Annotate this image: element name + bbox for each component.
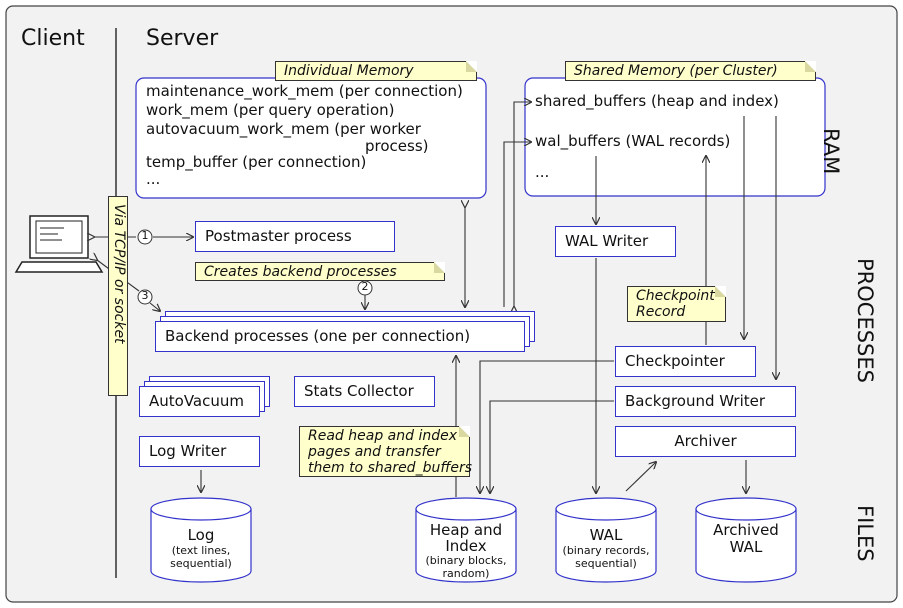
heap-file-label: Heap and Index (binary blocks, random): [416, 522, 516, 580]
log-file-cylinder: [150, 497, 252, 583]
wal-file-label: WAL (binary records, sequential): [551, 526, 661, 571]
log-writer-box: [139, 436, 260, 467]
background-writer-box: [615, 386, 796, 417]
heap-file-title2: Index: [445, 537, 487, 555]
shared-memory-note: Shared Memory (per Cluster): [565, 61, 816, 81]
autovacuum-box: [139, 386, 260, 417]
wal-file-sub1: (binary records,: [562, 544, 650, 557]
log-file-title: Log: [187, 526, 215, 544]
connection-note: Via TCP/IP or socket: [111, 204, 127, 344]
client-heading: Client: [21, 26, 85, 51]
memory-line-autovacuum-cont: process): [365, 137, 429, 155]
memory-line-work-mem: work_mem (per query operation): [146, 101, 395, 119]
wal-writer-label: WAL Writer: [565, 232, 649, 250]
log-file-label: Log (text lines, sequential): [151, 526, 251, 571]
read-heap-note-line3: them to shared_buffers: [308, 460, 473, 476]
archiver-box: [615, 426, 796, 457]
checkpoint-record-line1: Checkpoint: [636, 288, 715, 304]
memory-line-ellipsis: ...: [146, 170, 161, 188]
memory-line-autovacuum: autovacuum_work_mem (per worker: [146, 120, 421, 138]
archived-wal-title1: Archived: [713, 521, 779, 539]
step-2-label: 2: [361, 280, 369, 293]
wal-buffers-label: wal_buffers (WAL records): [535, 132, 731, 150]
checkpointer-label: Checkpointer: [625, 352, 725, 370]
individual-memory-list: maintenance_work_mem (per connection) wo…: [146, 82, 463, 188]
heap-file-sub2: random): [442, 567, 490, 580]
files-label: FILES: [853, 505, 877, 562]
stats-collector-label: Stats Collector: [304, 382, 414, 400]
archived-wal-title2: WAL: [729, 538, 763, 556]
read-heap-note-line1: Read heap and index: [308, 428, 457, 444]
heap-index-file-cylinder: [415, 497, 517, 583]
checkpointer-box: [615, 346, 756, 377]
postmaster-process-box: [195, 221, 395, 252]
heap-file-sub1: (binary blocks,: [425, 554, 507, 567]
processes-label: PROCESSES: [853, 258, 877, 383]
heap-file-title1: Heap and: [429, 521, 503, 539]
read-heap-note-line2: pages and transfer: [308, 444, 441, 460]
connection-note-box: [108, 196, 128, 396]
log-writer-label: Log Writer: [149, 442, 227, 460]
checkpoint-record-line2: Record: [636, 304, 686, 320]
backend-processes-box: [155, 321, 525, 352]
checkpoint-record-note: Checkpoint Record: [627, 286, 726, 322]
shared-memory-ellipsis: ...: [535, 163, 550, 181]
wal-file-title: WAL: [589, 526, 623, 544]
background-writer-label: Background Writer: [625, 392, 766, 410]
wal-file-sub2: sequential): [575, 557, 637, 570]
autovacuum-label: AutoVacuum: [149, 392, 244, 410]
archived-wal-file-cylinder: [695, 497, 797, 583]
server-heading: Server: [146, 26, 219, 51]
archiver-label: Archiver: [674, 432, 737, 450]
shared-buffers-label: shared_buffers (heap and index): [535, 92, 779, 110]
memory-line-temp-buffer: temp_buffer (per connection): [146, 153, 367, 171]
step-3-label: 3: [141, 289, 149, 302]
stats-collector-box: [294, 376, 435, 407]
memory-line-maintenance: maintenance_work_mem (per connection): [146, 82, 463, 100]
backend-processes-label: Backend processes (one per connection): [165, 327, 471, 345]
log-file-sub2: sequential): [170, 557, 232, 570]
individual-memory-note: Individual Memory: [275, 61, 477, 81]
step-1-label: 1: [141, 229, 149, 242]
archived-wal-file-label: Archived WAL: [696, 522, 796, 556]
log-file-sub1: (text lines,: [171, 544, 231, 557]
wal-writer-box: [555, 226, 676, 257]
step-circles: [137, 229, 373, 305]
read-heap-note: Read heap and index pages and transfer t…: [299, 426, 473, 477]
postmaster-process-label: Postmaster process: [205, 227, 352, 245]
wal-file-cylinder: [555, 497, 657, 583]
creates-backend-note: Creates backend processes: [195, 262, 445, 281]
